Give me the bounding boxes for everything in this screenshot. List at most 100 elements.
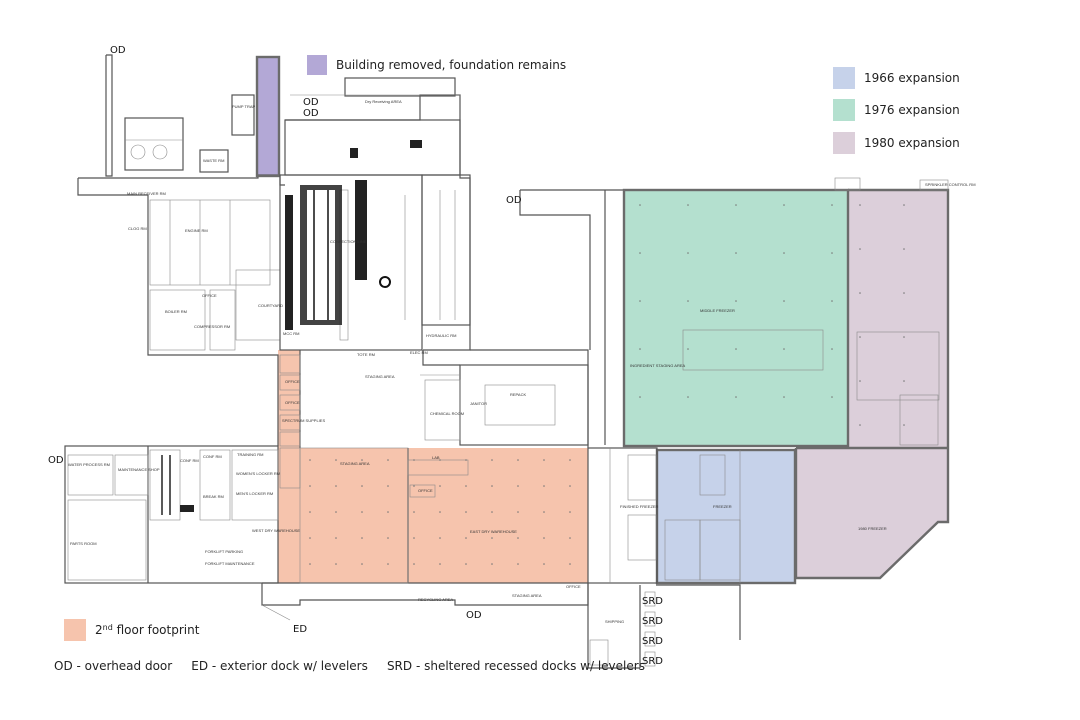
column-dot — [361, 563, 363, 565]
room-chemical: CHEMICAL ROOM — [430, 411, 464, 416]
room-conf-rm: CONF RM — [180, 458, 199, 463]
column-dot — [439, 459, 441, 461]
room-parts-room: PARTS ROOM — [70, 541, 97, 546]
column-dot — [491, 459, 493, 461]
column-dot — [859, 204, 861, 206]
column-dot — [569, 459, 571, 461]
room-staging-area-2: STAGING AREA — [365, 374, 395, 379]
column-dot — [517, 563, 519, 565]
column-dot — [361, 485, 363, 487]
room-ingredient-staging: INGREDIENT STAGING AREA — [630, 363, 686, 368]
column-dot — [783, 396, 785, 398]
column-dot — [361, 537, 363, 539]
room-compressor: COMPRESSOR RM — [194, 324, 230, 329]
door-od-top: OD — [110, 45, 126, 56]
column-dot — [859, 380, 861, 382]
column-dot — [309, 563, 311, 565]
expansion-1980-zone — [796, 190, 948, 578]
room-freezer: FREEZER — [713, 504, 732, 509]
legend-label-removed: Building removed, foundation remains — [336, 58, 566, 72]
room-lab: LAB — [432, 455, 440, 460]
column-dot — [859, 336, 861, 338]
column-dot — [465, 485, 467, 487]
room-waste: WASTE RM — [203, 158, 224, 163]
column-dot — [831, 300, 833, 302]
column-dot — [569, 537, 571, 539]
legend: Building removed, foundation remains 196… — [64, 55, 960, 641]
column-dot — [687, 348, 689, 350]
column-dot — [569, 563, 571, 565]
column-dot — [439, 537, 441, 539]
column-dot — [335, 485, 337, 487]
legend-label-footprint: 2nd floor footprint — [95, 623, 200, 637]
room-west-dry-warehouse: WEST DRY WAREHOUSE — [252, 528, 300, 533]
door-srd-4: SRD — [642, 656, 663, 667]
legend-swatch-1976 — [833, 99, 855, 121]
door-ed: ED — [293, 624, 307, 635]
confection-conveyor — [285, 140, 422, 330]
room-spec-supplies: SPECTRUM SUPPLIES — [282, 418, 325, 423]
column-dot — [491, 537, 493, 539]
room-office-south: OFFICE — [566, 584, 581, 589]
expansion-1966-zone — [657, 450, 795, 583]
room-clog: CLOG RM — [128, 226, 147, 231]
column-dot — [831, 252, 833, 254]
column-dot — [569, 485, 571, 487]
door-od-left: OD — [48, 455, 64, 466]
legend-label-1976: 1976 expansion — [864, 103, 960, 117]
colored-zones — [258, 58, 948, 583]
door-od-mid-1: OD — [303, 97, 319, 108]
second-floor-footprint-zone — [278, 350, 588, 583]
room-forklift-maintenance: FORKLIFT MAINTENANCE — [205, 561, 255, 566]
column-dot — [543, 459, 545, 461]
room-hydraulic: HYDRAULIC RM — [426, 333, 456, 338]
room-water-process: WATER PROCESS RM — [68, 462, 110, 467]
room-training: TRAINING RM — [237, 452, 263, 457]
expansion-1976-zone — [624, 190, 848, 446]
room-office-c: OFFICE — [202, 293, 217, 298]
room-office-eng: OFFICE — [418, 488, 433, 493]
column-dot — [465, 511, 467, 513]
door-od-right: OD — [506, 195, 522, 206]
column-dot — [735, 396, 737, 398]
column-dot — [831, 204, 833, 206]
building-walls — [64, 54, 950, 669]
legend-swatch-1966 — [833, 67, 855, 89]
room-janitor: JANITOR — [470, 401, 487, 406]
column-dot — [517, 459, 519, 461]
column-dot — [687, 300, 689, 302]
column-dot — [413, 459, 415, 461]
column-dot — [335, 511, 337, 513]
column-dot — [903, 424, 905, 426]
column-dot — [639, 348, 641, 350]
column-dot — [491, 563, 493, 565]
room-maintenance-shop: MAINTENANCE SHOP — [118, 467, 160, 472]
column-dot — [831, 348, 833, 350]
room-confection: CONFECTION LINE — [330, 239, 367, 244]
column-dot — [387, 511, 389, 513]
room-break-rm: BREAK RM — [203, 494, 224, 499]
room-conf-rm-2: CONF RM — [203, 454, 222, 459]
column-dot — [735, 252, 737, 254]
column-dot — [491, 485, 493, 487]
legend-swatch-removed — [307, 55, 327, 75]
column-dot — [687, 252, 689, 254]
column-dot — [517, 511, 519, 513]
column-dot — [309, 459, 311, 461]
door-key-text: OD - overhead door ED - exterior dock w/… — [54, 659, 645, 673]
column-dot — [687, 204, 689, 206]
column-dot — [859, 248, 861, 250]
room-forklift-parking: FORKLIFT PARKING — [205, 549, 243, 554]
column-dot — [465, 459, 467, 461]
column-dot — [569, 511, 571, 513]
door-srd-2: SRD — [642, 616, 663, 627]
column-dot — [387, 485, 389, 487]
column-dot — [517, 485, 519, 487]
legend-label-1966: 1966 expansion — [864, 71, 960, 85]
room-office-a: OFFICE — [285, 379, 300, 384]
column-dot — [335, 563, 337, 565]
column-dot — [859, 424, 861, 426]
column-dot — [543, 511, 545, 513]
column-dot — [903, 336, 905, 338]
room-1980-freezer: 1980 FREEZER — [858, 526, 887, 531]
